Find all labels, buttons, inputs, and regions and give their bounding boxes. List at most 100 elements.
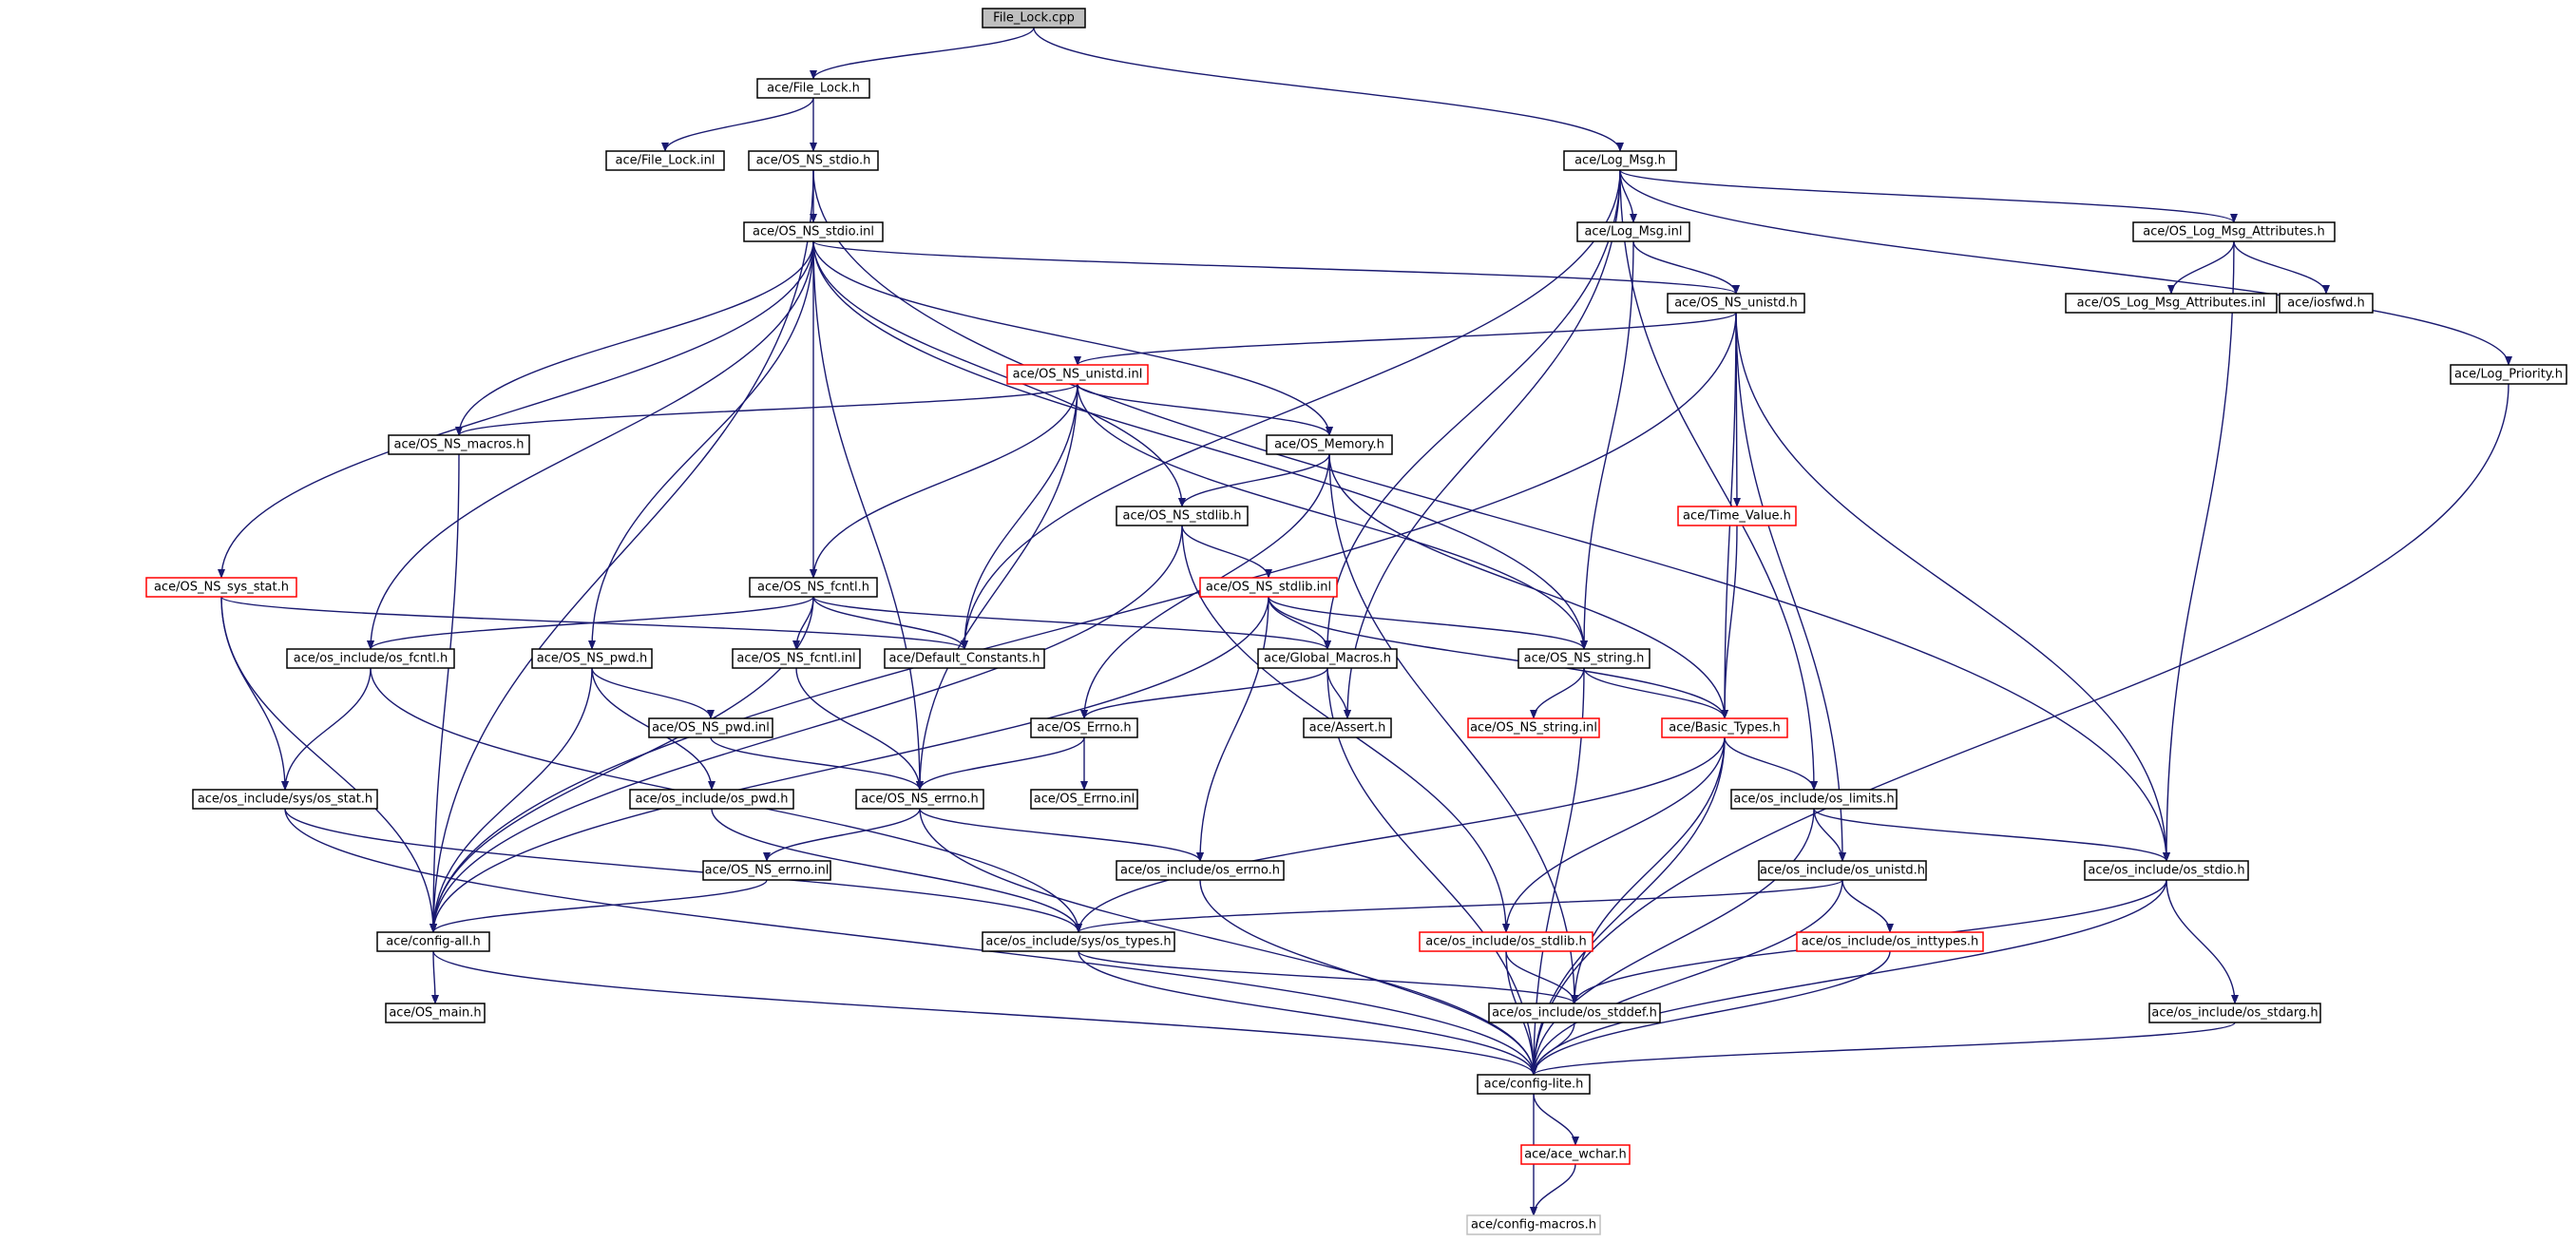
node-label: ace/OS_Memory.h xyxy=(1274,438,1384,452)
node-ace-time-value-h[interactable]: ace/Time_Value.h xyxy=(1677,506,1797,526)
node-box xyxy=(2084,860,2249,881)
node-ace-os-ns-stdio-h[interactable]: ace/OS_NS_stdio.h xyxy=(748,150,879,171)
edge-os_include_os_stdarg_h-to-config_lite_h xyxy=(1530,1022,2236,1076)
node-ace-os-include-os-pwd-h[interactable]: ace/os_include/os_pwd.h xyxy=(629,789,794,810)
node-file-lock-cpp[interactable]: File_Lock.cpp xyxy=(982,8,1086,29)
node-label: ace/OS_NS_errno.inl xyxy=(705,864,830,878)
node-ace-os-ns-pwd-inl[interactable]: ace/OS_NS_pwd.inl xyxy=(648,717,773,738)
node-ace-file-lock-inl[interactable]: ace/File_Lock.inl xyxy=(605,150,725,171)
node-ace-os-errno-inl[interactable]: ace/OS_Errno.inl xyxy=(1030,789,1138,810)
node-box xyxy=(1730,789,1898,810)
node-box xyxy=(2065,293,2278,314)
node-box xyxy=(1758,860,1927,881)
edge-file_lock_h-to-file_lock_inl xyxy=(661,97,814,152)
node-ace-os-include-os-errno-h[interactable]: ace/os_include/os_errno.h xyxy=(1116,860,1285,881)
node-ace-config-macros-h[interactable]: ace/config-macros.h xyxy=(1466,1214,1601,1235)
node-ace-ace-wchar-h[interactable]: ace/ace_wchar.h xyxy=(1520,1144,1631,1165)
node-ace-config-lite-h[interactable]: ace/config-lite.h xyxy=(1477,1074,1591,1095)
edge-root-to-file_lock_h xyxy=(810,27,1035,80)
node-ace-default-constants-h[interactable]: ace/Default_Constants.h xyxy=(884,648,1045,669)
node-ace-os-ns-fcntl-h[interactable]: ace/OS_NS_fcntl.h xyxy=(749,577,878,598)
edge-os_include_os_inttypes_h-to-config_lite_h xyxy=(1530,950,1891,1076)
node-ace-log-priority-h[interactable]: ace/Log_Priority.h xyxy=(2450,364,2567,385)
node-ace-log-msg-h[interactable]: ace/Log_Msg.h xyxy=(1563,150,1677,171)
node-label: ace/OS_NS_stdlib.inl xyxy=(1206,581,1331,595)
edge-os_ns_stdio_inl-to-os_ns_unistd_h xyxy=(812,240,1740,295)
node-label: ace/Assert.h xyxy=(1309,721,1386,736)
edge-os_include_os_limits_h-to-os_include_os_unistd_h xyxy=(1813,808,1846,862)
node-label: ace/OS_NS_unistd.h xyxy=(1674,296,1798,311)
node-ace-os-include-os-inttypes-h[interactable]: ace/os_include/os_inttypes.h xyxy=(1796,931,1984,952)
node-ace-os-log-msg-attributes-h[interactable]: ace/OS_Log_Msg_Attributes.h xyxy=(2132,221,2336,242)
edge-global_macros_h-to-os_errno_h xyxy=(1080,667,1328,719)
node-box xyxy=(1116,860,1285,881)
node-box xyxy=(748,150,879,171)
node-ace-os-ns-sys-stat-h[interactable]: ace/OS_NS_sys_stat.h xyxy=(145,577,297,598)
node-ace-os-ns-string-inl[interactable]: ace/OS_NS_string.inl xyxy=(1467,717,1600,738)
node-ace-os-ns-string-h[interactable]: ace/OS_NS_string.h xyxy=(1517,648,1651,669)
node-ace-os-include-os-fcntl-h[interactable]: ace/os_include/os_fcntl.h xyxy=(286,648,455,669)
node-ace-os-ns-macros-h[interactable]: ace/OS_NS_macros.h xyxy=(388,434,530,455)
edge-os_log_msg_attr_h-to-iosfwd_h xyxy=(2233,240,2330,295)
node-layer: File_Lock.cpp ace/File_Lock.h ace/File_Loc… xyxy=(145,8,2567,1235)
node-ace-os-include-sys-os-stat-h[interactable]: ace/os_include/sys/os_stat.h xyxy=(192,789,378,810)
edge-os_include_os_stdlib_h-to-os_include_os_stddef_h xyxy=(1505,950,1578,1004)
node-box xyxy=(1677,506,1797,526)
node-ace-global-macros-h[interactable]: ace/Global_Macros.h xyxy=(1257,648,1398,669)
node-label: ace/OS_Errno.h xyxy=(1037,721,1131,736)
node-label: ace/OS_Log_Msg_Attributes.inl xyxy=(2077,296,2266,311)
node-ace-os-ns-stdio-inl[interactable]: ace/OS_NS_stdio.inl xyxy=(743,221,884,242)
edge-log_msg_h-to-os_include_os_limits_h xyxy=(1619,169,1818,791)
node-ace-os-include-os-stdlib-h[interactable]: ace/os_include/os_stdlib.h xyxy=(1419,931,1593,952)
node-ace-os-ns-stdlib-inl[interactable]: ace/OS_NS_stdlib.inl xyxy=(1199,577,1338,598)
edge-os_ns_stdlib_inl-to-os_ns_string_h xyxy=(1268,596,1588,650)
node-label: ace/OS_NS_pwd.inl xyxy=(652,721,770,736)
node-ace-os-ns-unistd-h[interactable]: ace/OS_NS_unistd.h xyxy=(1667,293,1805,314)
node-box xyxy=(1030,717,1138,738)
node-box xyxy=(884,648,1045,669)
node-box xyxy=(2132,221,2336,242)
edge-os_include_sys_os_types_h-to-config_lite_h xyxy=(1078,950,1537,1076)
node-ace-assert-h[interactable]: ace/Assert.h xyxy=(1303,717,1392,738)
node-ace-os-include-os-unistd-h[interactable]: ace/os_include/os_unistd.h xyxy=(1758,860,1927,881)
node-ace-log-msg-inl[interactable]: ace/Log_Msg.inl xyxy=(1576,221,1690,242)
node-ace-os-ns-stdlib-h[interactable]: ace/OS_NS_stdlib.h xyxy=(1116,506,1249,526)
edge-os_ns_unistd_inl-to-default_constants_h xyxy=(961,383,1078,650)
edge-ace_wchar_h-to-config_macros_h xyxy=(1530,1163,1576,1216)
node-ace-os-errno-h[interactable]: ace/OS_Errno.h xyxy=(1030,717,1138,738)
node-label: ace/OS_NS_pwd.h xyxy=(537,652,647,666)
node-box xyxy=(531,648,653,669)
edge-basic_types_h-to-os_include_os_limits_h xyxy=(1724,736,1818,791)
node-ace-file-lock-h[interactable]: ace/File_Lock.h xyxy=(756,78,870,99)
node-label: ace/os_include/os_stddef.h xyxy=(1492,1006,1657,1021)
node-ace-os-main-h[interactable]: ace/OS_main.h xyxy=(385,1003,486,1023)
node-ace-os-ns-errno-inl[interactable]: ace/OS_NS_errno.inl xyxy=(702,860,831,881)
node-ace-os-memory-h[interactable]: ace/OS_Memory.h xyxy=(1266,434,1393,455)
node-ace-iosfwd-h[interactable]: ace/iosfwd.h xyxy=(2279,293,2374,314)
edge-os_include_os_stdio_h-to-os_include_os_stdarg_h xyxy=(2166,879,2239,1004)
node-ace-os-include-os-stdio-h[interactable]: ace/os_include/os_stdio.h xyxy=(2084,860,2249,881)
node-ace-os-include-sys-os-types-h[interactable]: ace/os_include/sys/os_types.h xyxy=(982,931,1175,952)
edge-os_ns_stdlib_inl-to-config_all_h xyxy=(429,596,1269,933)
edge-os_ns_fcntl_h-to-os_include_os_fcntl_h xyxy=(367,596,814,650)
node-ace-basic-types-h[interactable]: ace/Basic_Types.h xyxy=(1661,717,1788,738)
node-ace-os-include-os-stddef-h[interactable]: ace/os_include/os_stddef.h xyxy=(1488,1003,1661,1023)
node-label: ace/Default_Constants.h xyxy=(888,652,1040,666)
node-ace-os-ns-errno-h[interactable]: ace/OS_NS_errno.h xyxy=(855,789,984,810)
edge-os_include_os_stdio_h-to-config_lite_h xyxy=(1530,879,2167,1076)
node-box xyxy=(1488,1003,1661,1023)
node-ace-os-ns-fcntl-inl[interactable]: ace/OS_NS_fcntl.inl xyxy=(732,648,861,669)
edge-os_ns_unistd_inl-to-os_ns_macros_h xyxy=(455,383,1078,436)
node-label: ace/OS_NS_stdio.inl xyxy=(753,225,874,239)
edge-time_value_h-to-basic_types_h xyxy=(1721,525,1738,719)
node-ace-os-log-msg-attributes-inl[interactable]: ace/OS_Log_Msg_Attributes.inl xyxy=(2065,293,2278,314)
node-box xyxy=(982,8,1086,29)
node-ace-os-ns-pwd-h[interactable]: ace/OS_NS_pwd.h xyxy=(531,648,653,669)
edge-os_ns_stdlib_inl-to-global_macros_h xyxy=(1268,596,1331,650)
node-ace-config-all-h[interactable]: ace/config-all.h xyxy=(376,931,490,952)
edge-os_log_msg_attr_h-to-os_log_msg_attr_inl xyxy=(2167,240,2235,295)
node-ace-os-include-os-stdarg-h[interactable]: ace/os_include/os_stdarg.h xyxy=(2148,1003,2321,1023)
node-ace-os-include-os-limits-h[interactable]: ace/os_include/os_limits.h xyxy=(1730,789,1898,810)
node-ace-os-ns-unistd-inl[interactable]: ace/OS_NS_unistd.inl xyxy=(1006,364,1149,385)
edge-os_ns_unistd_h-to-os_include_os_unistd_h xyxy=(1735,312,1846,862)
